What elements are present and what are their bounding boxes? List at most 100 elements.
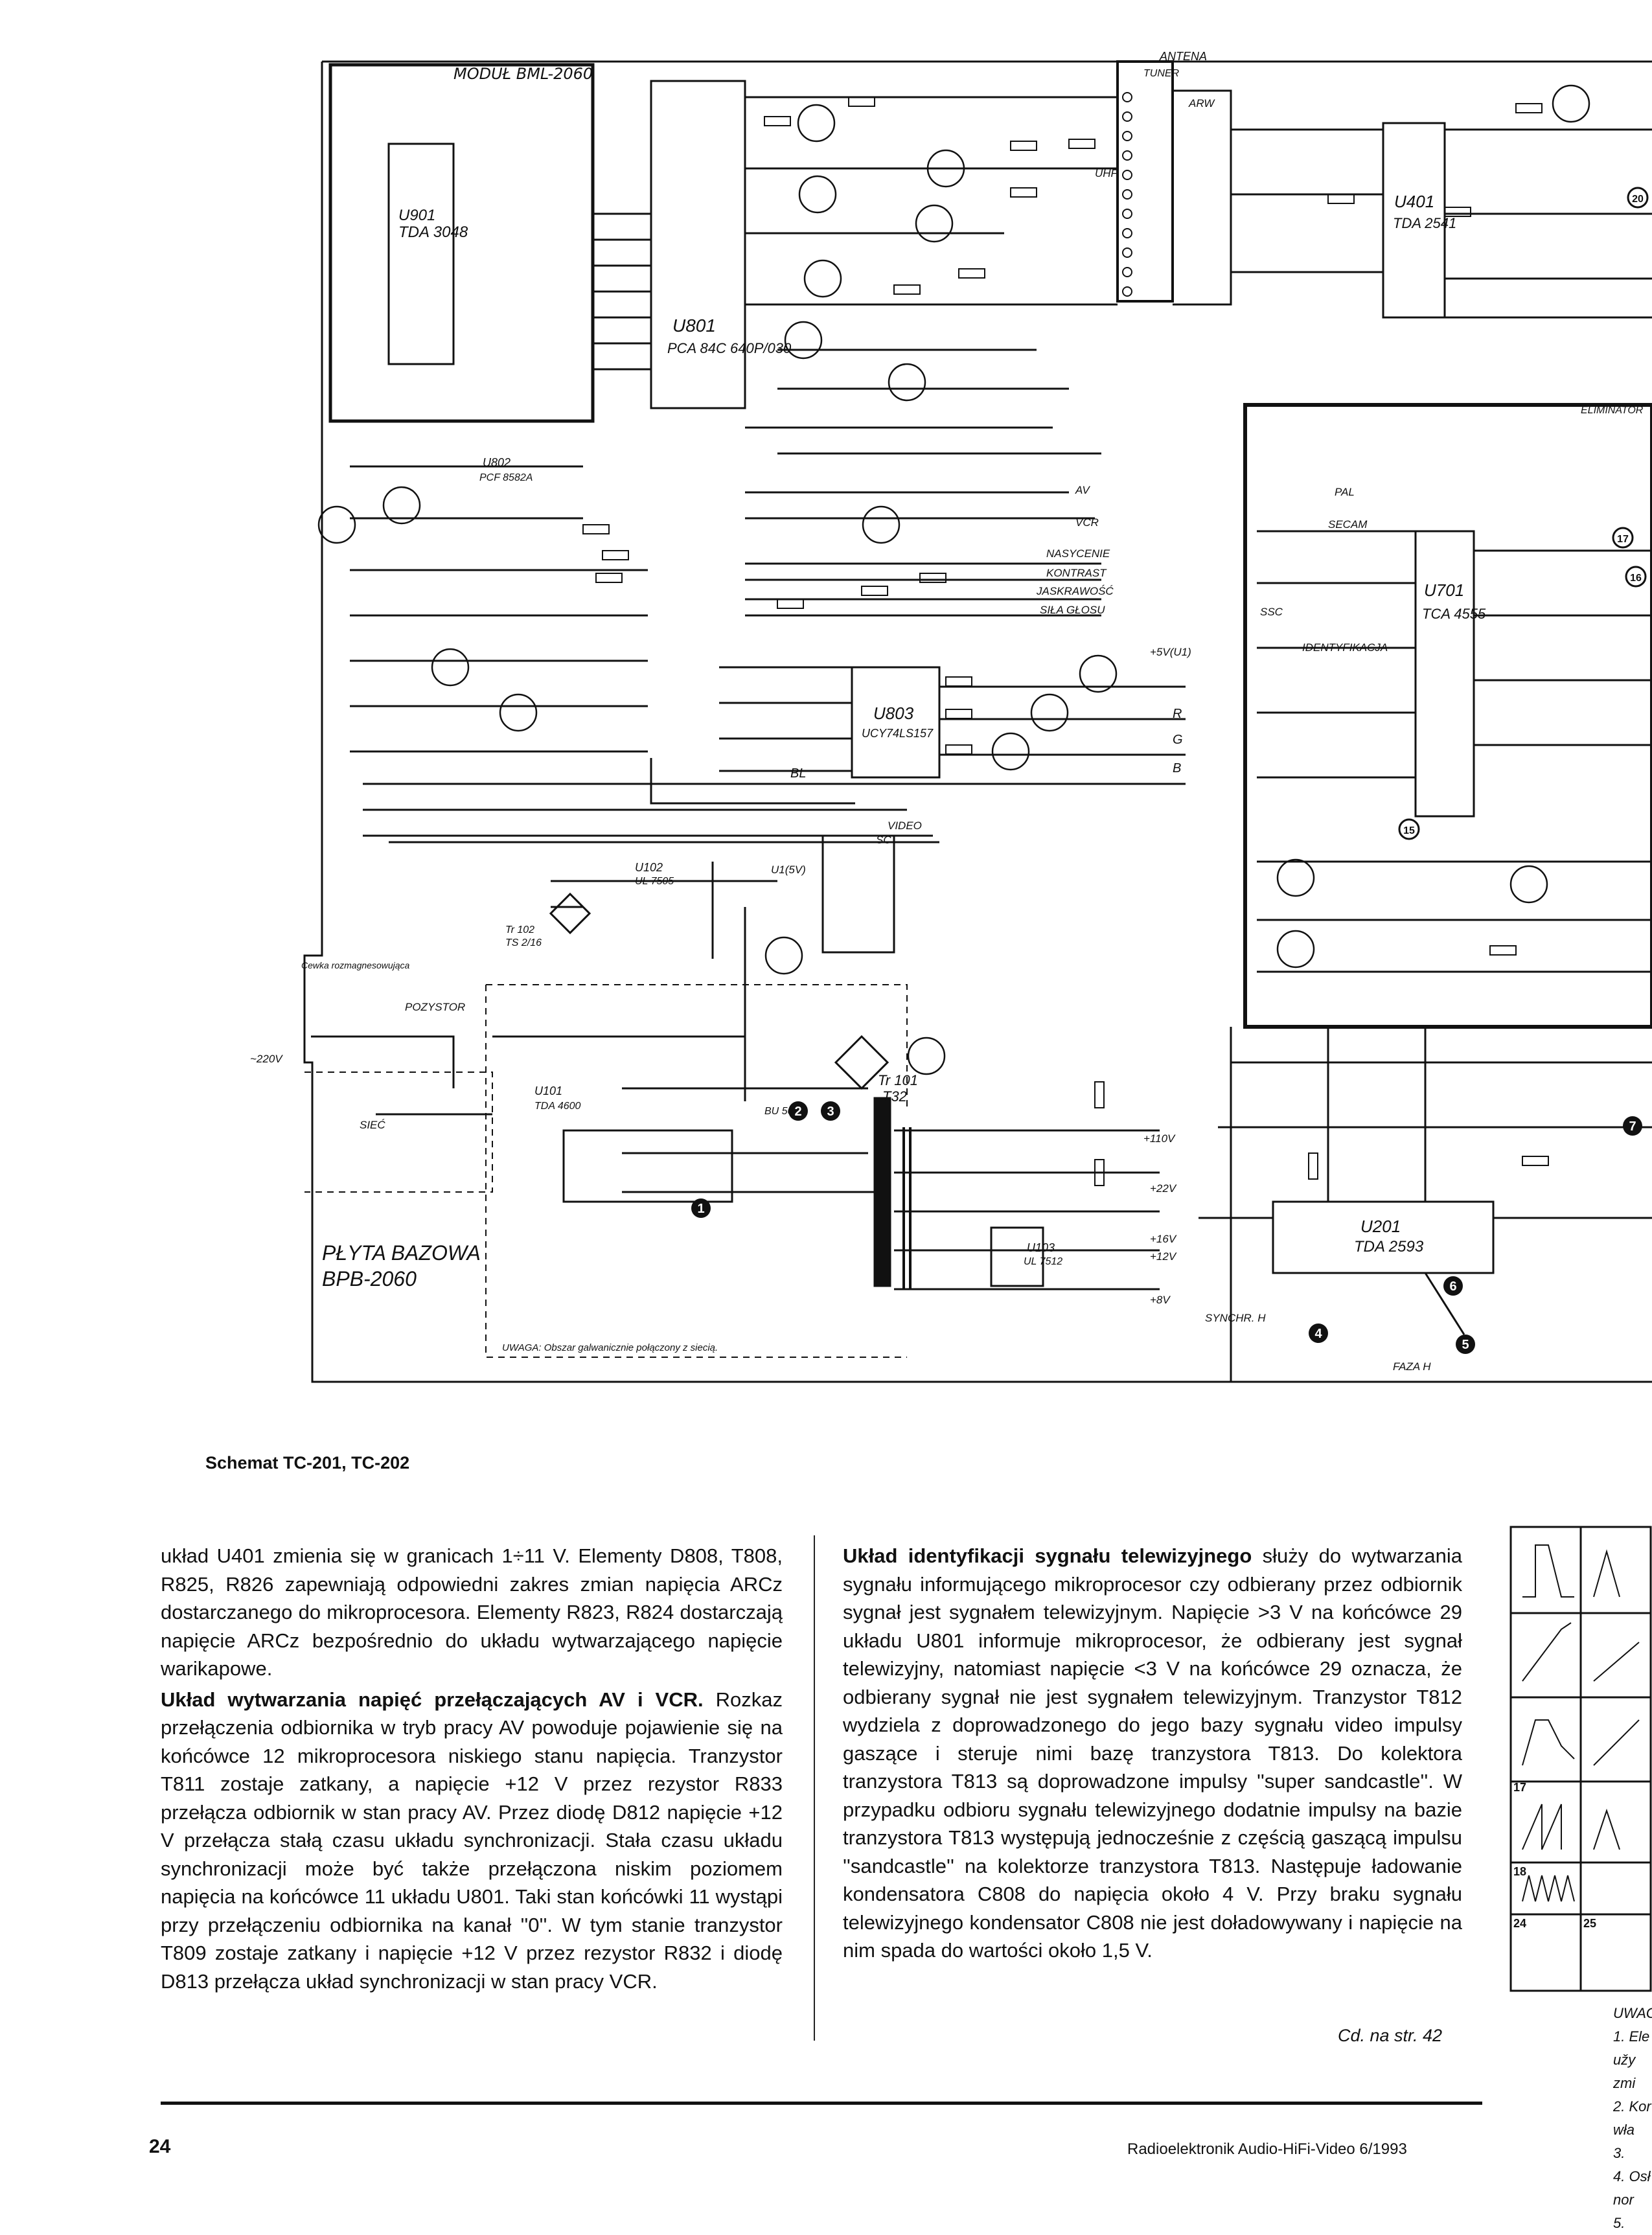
marker-20: 20 — [1632, 194, 1644, 205]
r-label: R — [1173, 707, 1182, 721]
kontrast-label: KONTRAST — [1046, 567, 1107, 579]
continued-note: Cd. na str. 42 — [1338, 2026, 1443, 2045]
u201-type: TDA 2593 — [1354, 1238, 1424, 1255]
waveform-label: 17 — [1513, 1781, 1526, 1794]
u101-type: TDA 4600 — [534, 1101, 581, 1112]
note-line: zmi — [1613, 2075, 1636, 2091]
u401-type: TDA 2541 — [1393, 215, 1456, 231]
u103-type: UL 7512 — [1024, 1256, 1062, 1267]
section-heading: Układ wytwarzania napięć przełączających… — [161, 1688, 704, 1711]
av-label: AV — [1075, 484, 1090, 496]
marker-17: 17 — [1617, 534, 1629, 545]
u102-type: UL 7505 — [635, 876, 674, 887]
footer-rule — [161, 2102, 1482, 2105]
u803-label: U803 — [873, 704, 914, 723]
tuner-label: TUNER — [1143, 68, 1180, 79]
u901-label: U901 — [398, 207, 435, 224]
b-label: B — [1173, 761, 1181, 775]
waveform-strip: 17 18 24 25 — [1509, 1526, 1652, 1992]
pal-label: PAL — [1335, 486, 1355, 498]
marker-15: 15 — [1403, 825, 1415, 836]
v5-label: +5V(U1) — [1150, 646, 1191, 658]
note-line: 5. — [1613, 2215, 1625, 2231]
vcr-label: VCR — [1075, 516, 1099, 529]
video-label: VIDEO — [888, 820, 922, 832]
paragraph: układ U401 zmienia się w granicach 1÷11 … — [161, 1544, 783, 1680]
board-label-1: PŁYTA BAZOWA — [322, 1241, 481, 1265]
paragraph-body: służy do wytwarzania sygnału informujące… — [843, 1544, 1463, 1962]
note-line: 1. Ele — [1613, 2028, 1650, 2045]
faza-label: FAZA H — [1393, 1360, 1431, 1373]
identyfikacja-label: IDENTYFIKACJA — [1302, 641, 1388, 654]
column-divider — [814, 1535, 815, 2041]
tr101-type: T32 — [882, 1088, 907, 1105]
right-notes: UWAG 1. Ele užy zmi 2. Kor wła 3. 4. Osł… — [1613, 2002, 1652, 2235]
page-number: 24 — [149, 2136, 171, 2157]
note-line: wła — [1613, 2122, 1635, 2138]
u701-label: U701 — [1424, 580, 1464, 600]
uhf-label: UHF — [1095, 167, 1119, 179]
marker-1: 1 — [697, 1202, 704, 1216]
u201-label: U201 — [1360, 1217, 1401, 1236]
marker-2: 2 — [794, 1105, 801, 1119]
section-heading: Układ identyfikacji sygnału telewizyjneg… — [843, 1544, 1252, 1567]
note-line: nor — [1613, 2192, 1634, 2208]
circuit-schematic: MODUŁ BML-2060 ANTENA TUNER ELIMINATOR U… — [250, 50, 1652, 1383]
figure-caption: Schemat TC-201, TC-202 — [205, 1453, 410, 1473]
u803-type: UCY74LS157 — [862, 727, 934, 740]
bl-label: BL — [790, 766, 806, 781]
synchr-label: SYNCHR. H — [1205, 1312, 1266, 1324]
sc-label: SC — [876, 834, 891, 846]
v16-label: +16V — [1150, 1233, 1177, 1245]
notes-title: UWAG — [1613, 2005, 1652, 2021]
u102-label: U102 — [635, 861, 663, 874]
board-label-2: BPB-2060 — [322, 1267, 417, 1290]
marker-4: 4 — [1314, 1327, 1322, 1341]
v8-label: +8V — [1150, 1294, 1171, 1306]
uwaga-note: UWAGA: Obszar galwanicznie połączony z s… — [502, 1342, 718, 1353]
tr102-label: Tr 102 — [505, 924, 534, 935]
antenna-label: ANTENA — [1159, 50, 1207, 63]
paragraph-body: Rozkaz przełączenia odbiornika w tryb pr… — [161, 1688, 783, 1993]
note-line: 2. Kor — [1613, 2098, 1651, 2115]
u802-label: U802 — [483, 456, 511, 469]
v110-label: +110V — [1143, 1132, 1176, 1145]
waveform-label: 25 — [1583, 1917, 1596, 1930]
u101-label: U101 — [534, 1084, 562, 1097]
note-line: 3. — [1613, 2145, 1625, 2161]
arw-label: ARW — [1188, 97, 1215, 109]
siec-label: SIEĆ — [360, 1119, 385, 1131]
g-label: G — [1173, 733, 1183, 747]
mains-voltage-label: ~220V — [250, 1053, 283, 1065]
module-label: MODUŁ BML-2060 — [453, 65, 593, 83]
u103-label: U103 — [1027, 1241, 1055, 1254]
marker-7: 7 — [1629, 1119, 1636, 1134]
tr102-type: TS 2/16 — [505, 937, 542, 948]
note-line: 4. Osł — [1613, 2168, 1651, 2184]
u801-label: U801 — [672, 315, 716, 336]
paragraph: Układ wytwarzania napięć przełączających… — [161, 1686, 783, 1996]
u802-type: PCF 8582A — [479, 472, 533, 483]
u901-type: TDA 3048 — [398, 224, 468, 241]
note-line: užy — [1613, 2052, 1636, 2068]
waveform-label: 24 — [1513, 1917, 1526, 1930]
u801-type: PCA 84C 640P/030 — [667, 340, 792, 356]
text-column-right: Układ identyfikacji sygnału telewizyjneg… — [843, 1542, 1462, 1967]
waveform-label: 18 — [1513, 1865, 1526, 1878]
eliminator-label: ELIMINATOR — [1581, 405, 1644, 416]
u401-label: U401 — [1394, 192, 1434, 211]
v22-label: +22V — [1150, 1182, 1177, 1195]
v12-label: +12V — [1150, 1250, 1177, 1263]
tr101-label: Tr 101 — [878, 1072, 918, 1088]
marker-3: 3 — [827, 1105, 834, 1119]
journal-name: Radioelektronik Audio-HiFi-Video 6/1993 — [1127, 2140, 1407, 2158]
marker-5: 5 — [1462, 1338, 1469, 1352]
marker-16: 16 — [1630, 573, 1642, 584]
v5b-label: U1(5V) — [771, 864, 806, 876]
pozystor-label: POZYSTOR — [405, 1001, 465, 1013]
sila-glosu-label: SIŁA GŁOSU — [1040, 604, 1105, 616]
jaskrawosc-label: JASKRAWOŚĆ — [1036, 585, 1114, 597]
text-column-left: układ U401 zmienia się w granicach 1÷11 … — [161, 1542, 783, 1998]
nasycenie-label: NASYCENIE — [1046, 547, 1110, 560]
u701-type: TCA 4555 — [1422, 606, 1486, 622]
